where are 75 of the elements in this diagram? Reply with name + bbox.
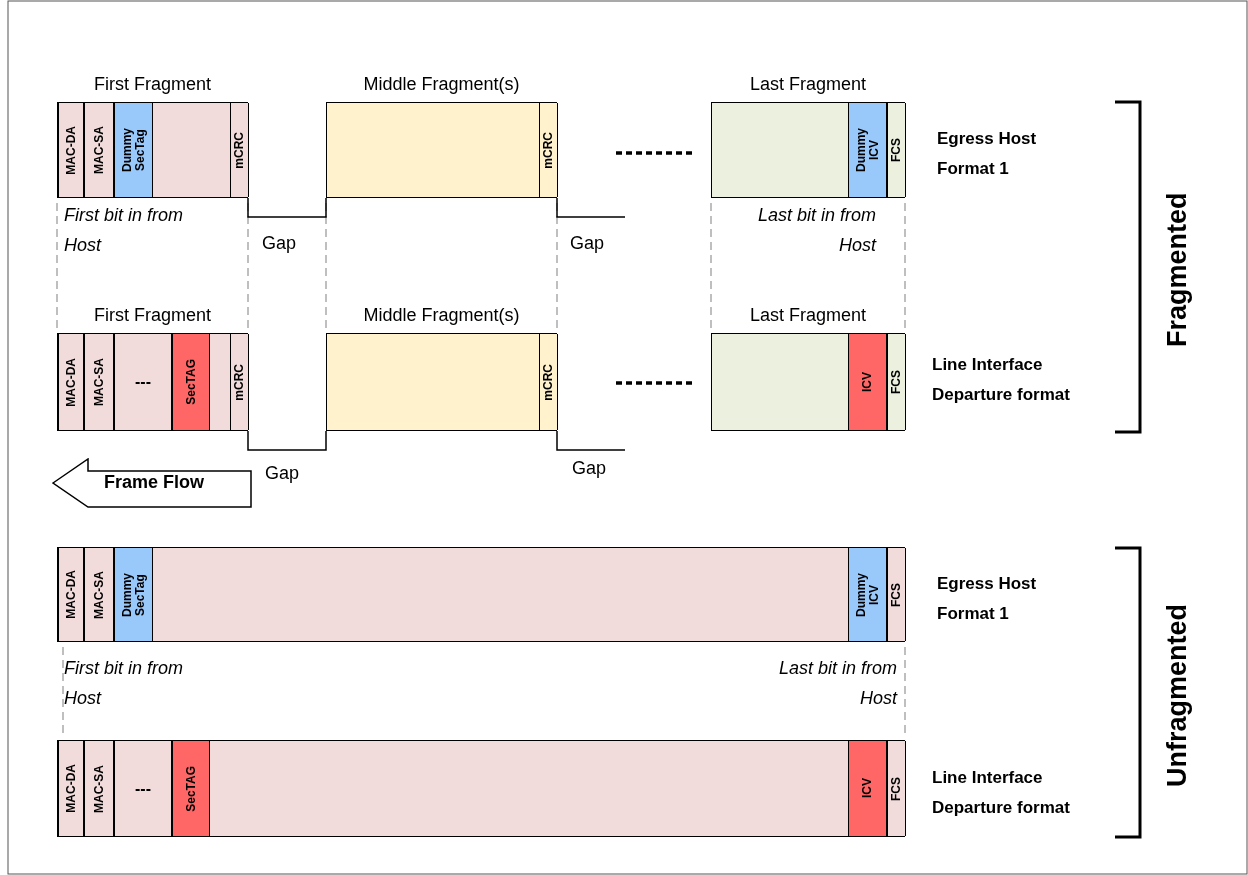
frame-field [84,334,114,430]
gap-label: Gap [262,232,298,255]
frame-field [114,548,153,641]
frame-field [84,741,114,836]
frame-field [172,741,210,836]
field-label: FCS [890,370,903,394]
field-label: SecTAG [184,359,198,405]
format-label: Line Interface Departure format [932,767,1071,819]
ellipsis-text: --- [135,373,151,391]
frame-field [114,334,172,430]
frame-field [887,103,906,197]
note-text: Last bit in from Host [756,204,876,257]
frame-field [114,741,172,836]
gap-label: Gap [572,457,608,480]
section-label: Fragmented [1161,191,1193,350]
frame-field [539,103,558,197]
field-label: ICV [861,372,874,392]
fragment-heading: Middle Fragment(s) [362,74,521,95]
field-label: mCRC [233,363,246,401]
frame-field [230,103,249,197]
frame-bar [57,547,905,642]
field-label: MAC-DA [64,357,78,407]
field-label: ICV [861,778,874,799]
frame-field [539,334,558,430]
fragment-heading: First Fragment [93,74,212,95]
format-label: Line Interface Departure format [932,354,1071,406]
field-label: FCS [890,776,903,801]
note-text: First bit in from Host [64,204,184,257]
frame-field [84,548,114,641]
field-label: MAC-SA [92,126,106,174]
frame-field [848,548,887,641]
frame-bar [57,740,905,837]
gap-label: Gap [265,462,301,485]
fragment-heading: First Fragment [93,305,212,326]
field-label: Dummy ICV [854,571,881,619]
format-label: Egress Host Format 1 [937,573,1038,625]
frame-field [84,103,114,197]
frame-field [887,741,906,836]
note-text: First bit in from Host [64,657,184,710]
fragment-heading: Last Fragment [748,74,868,95]
field-label: mCRC [542,363,555,401]
field-label: Dummy ICV [854,127,881,174]
field-label: MAC-SA [92,764,106,813]
field-label: MAC-DA [64,125,78,175]
frame-field [887,334,906,430]
field-label: FCS [890,138,903,162]
field-label: mCRC [233,131,246,169]
gap-label: Gap [570,232,606,255]
fragment-heading: Last Fragment [748,305,868,326]
fragment-heading: Middle Fragment(s) [362,305,521,326]
note-text: Last bit in from Host [777,657,897,710]
arrow-label: Frame Flow [104,472,205,493]
field-label: SecTAG [184,765,198,812]
section-label: Unfragmented [1161,602,1193,789]
frame-field [58,741,84,836]
frame-field [848,103,887,197]
frame-field [58,103,84,197]
ellipsis-text: --- [135,779,151,798]
frame-field [848,741,887,836]
field-label: MAC-SA [92,358,106,406]
frame-field [887,548,906,641]
field-label: Dummy SecTag [120,127,147,174]
frame-field [58,548,84,641]
frame-field [230,334,249,430]
field-label: MAC-DA [64,570,78,619]
format-label: Egress Host Format 1 [937,128,1038,180]
field-label: Dummy SecTag [120,571,147,619]
field-label: mCRC [542,131,555,169]
frame-field [58,334,84,430]
field-label: MAC-DA [64,764,78,813]
field-label: FCS [890,582,903,607]
frame-field [848,334,887,430]
frame-field [172,334,210,430]
frame-field [114,103,153,197]
field-label: MAC-SA [92,570,106,619]
